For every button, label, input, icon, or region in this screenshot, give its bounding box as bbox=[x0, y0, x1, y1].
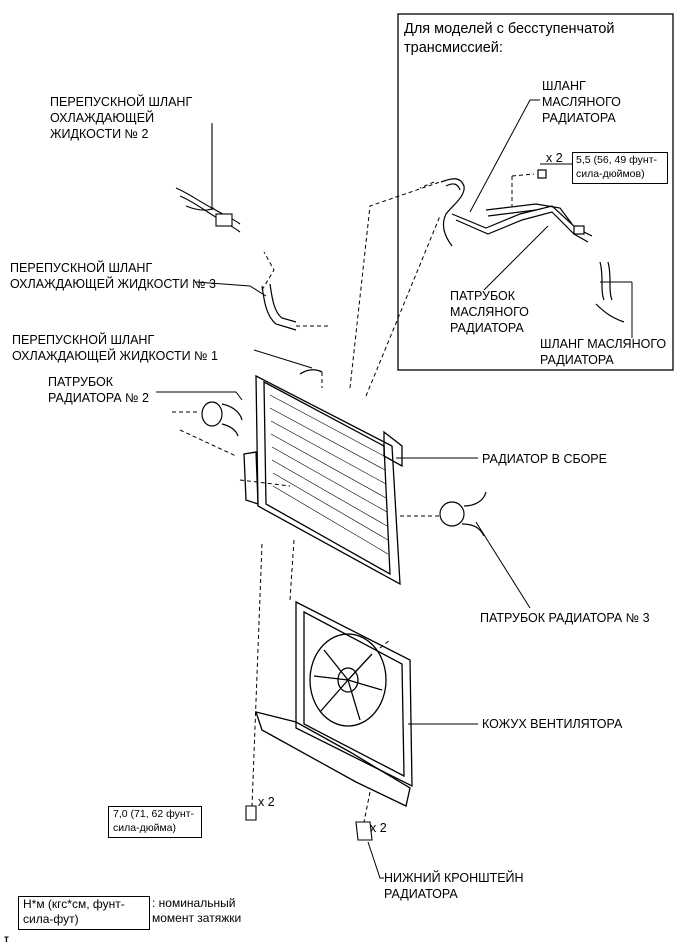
radiator-assembly-label: РАДИАТОР В СБОРЕ bbox=[482, 452, 607, 466]
inset-oil-hose-drawing bbox=[440, 169, 625, 323]
footer-mark: т bbox=[4, 934, 9, 945]
bolt-count: x 2 bbox=[258, 795, 275, 809]
bypass-hose-3-drawing bbox=[261, 283, 297, 331]
inset-frame bbox=[397, 13, 674, 371]
legend-unit: Н*м (кгс*см, фунт- сила-фут) bbox=[23, 897, 125, 926]
radiator-pipe-2-drawing bbox=[201, 401, 243, 437]
radiator-pipe-3-drawing bbox=[439, 491, 487, 537]
radiator-pipe-2-label: ПАТРУБОК РАДИАТОРА № 2 bbox=[48, 375, 150, 405]
bypass-hose-1-drawing bbox=[299, 369, 323, 375]
bypass-hose-3-label: ПЕРЕПУСКНОЙ ШЛАНГ ОХЛАЖДАЮЩЕЙ ЖИДКОСТИ №… bbox=[10, 261, 216, 291]
legend-unit-box: Н*м (кгс*см, фунт- сила-фут) bbox=[18, 896, 150, 930]
inset-torque-box: 5,5 (56, 49 фунт- сила-дюймов) bbox=[572, 152, 668, 184]
bypass-hose-1-label: ПЕРЕПУСКНОЙ ШЛАНГ ОХЛАЖДАЮЩЕЙ ЖИДКОСТИ №… bbox=[12, 333, 218, 363]
fan-shroud-drawing bbox=[255, 600, 413, 807]
inset-count: x 2 bbox=[546, 151, 563, 165]
inset-torque-value: 5,5 (56, 49 фунт- сила-дюймов) bbox=[576, 154, 657, 180]
lower-bracket-label: НИЖНИЙ КРОНШТЕЙН РАДИАТОРА bbox=[384, 871, 524, 901]
bottom-torque-value: 7,0 (71, 62 фунт- сила-дюйма) bbox=[113, 808, 194, 834]
oil-pipe-label: ПАТРУБОК МАСЛЯНОГО РАДИАТОРА bbox=[450, 289, 529, 335]
bottom-torque-box: 7,0 (71, 62 фунт- сила-дюйма) bbox=[108, 806, 202, 838]
oil-hose-top-label: ШЛАНГ МАСЛЯНОГО РАДИАТОРА bbox=[542, 79, 621, 125]
radiator-assembly-drawing bbox=[243, 374, 403, 586]
legend-description: : номинальный момент затяжки bbox=[152, 896, 242, 925]
radiator-pipe-3-label: ПАТРУБОК РАДИАТОРА № 3 bbox=[480, 611, 650, 625]
oil-hose-bottom-label: ШЛАНГ МАСЛЯНОГО РАДИАТОРА bbox=[540, 337, 667, 367]
bolt-drawing bbox=[245, 805, 257, 821]
lower-bracket-drawing bbox=[355, 821, 373, 841]
bypass-hose-2-label: ПЕРЕПУСКНОЙ ШЛАНГ ОХЛАЖДАЮЩЕЙ ЖИДКОСТИ №… bbox=[50, 95, 193, 141]
inset-heading: Для моделей с бесступенчатой трансмиссие… bbox=[404, 21, 615, 56]
fan-shroud-label: КОЖУХ ВЕНТИЛЯТОРА bbox=[482, 717, 623, 731]
bracket-count: x 2 bbox=[370, 821, 387, 835]
